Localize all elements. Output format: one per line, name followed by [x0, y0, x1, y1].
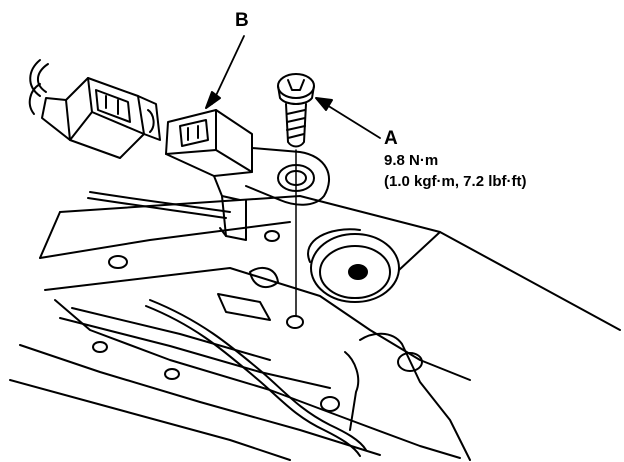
wiring-connector	[28, 77, 161, 159]
square-opening	[217, 293, 271, 321]
bracket-holes	[92, 230, 423, 412]
round-boss	[307, 228, 441, 303]
callout-label-b: B	[235, 10, 249, 31]
callout-label-a: A	[384, 128, 398, 149]
bolt-hole	[286, 315, 304, 329]
mounting-bracket	[9, 195, 621, 461]
torque-spec-metric: 9.8 N·m	[384, 152, 439, 169]
wire-harness	[29, 59, 367, 457]
bolt	[277, 73, 315, 148]
torque-spec-imperial: (1.0 kgf·m, 7.2 lbf·ft)	[384, 173, 527, 190]
leader-arrow-b	[205, 35, 245, 109]
leader-arrow-a	[315, 97, 381, 139]
